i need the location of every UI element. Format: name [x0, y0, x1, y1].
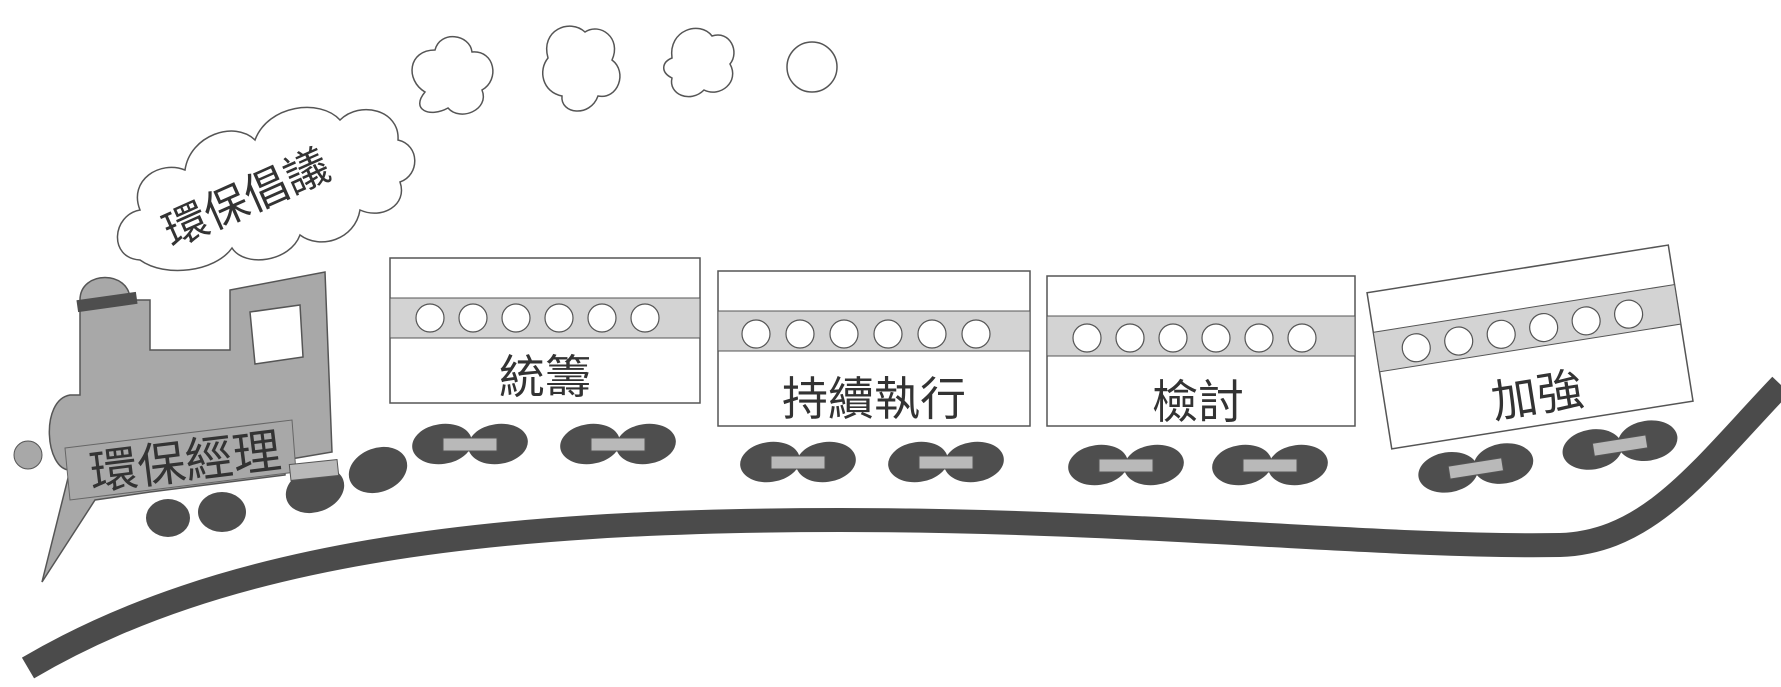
car-windows	[1401, 299, 1644, 363]
car-windows	[741, 319, 991, 349]
wheelset	[1068, 444, 1184, 486]
engine-wheel-1	[146, 499, 190, 537]
wheelset	[740, 441, 856, 483]
smoke-puff-2	[542, 25, 621, 112]
engine-wheel-2	[198, 492, 246, 532]
wheelset	[412, 423, 528, 465]
smoke-puffs	[411, 25, 838, 115]
smoke-puff-1	[411, 35, 494, 115]
track	[21, 376, 1781, 679]
wheelset	[1418, 443, 1534, 493]
smoke-puff-4	[786, 41, 838, 93]
locomotive: 環保經理	[13, 271, 408, 583]
car-label: 檢討	[1152, 375, 1244, 429]
train-car-1: 統籌	[389, 257, 701, 465]
train-car-4: 加強	[1366, 244, 1694, 493]
car-windows	[1072, 323, 1317, 353]
engine-wheelset	[285, 446, 408, 514]
wheelset	[888, 441, 1004, 483]
car-label: 持續執行	[782, 372, 966, 426]
wheelset	[560, 423, 676, 465]
cab-window	[249, 304, 304, 365]
wheelset	[1562, 420, 1678, 470]
wheelset	[1212, 444, 1328, 486]
smokestack-band	[76, 291, 138, 313]
cloud-shape	[116, 106, 416, 272]
front-lamp	[13, 440, 43, 470]
smoke-puff-3	[663, 27, 735, 98]
car-label: 統籌	[499, 350, 591, 404]
car-windows	[415, 303, 660, 333]
initiative-cloud: 環保倡議	[116, 106, 416, 272]
train-car-3: 檢討	[1046, 275, 1356, 486]
train-car-2: 持續執行	[717, 270, 1031, 483]
